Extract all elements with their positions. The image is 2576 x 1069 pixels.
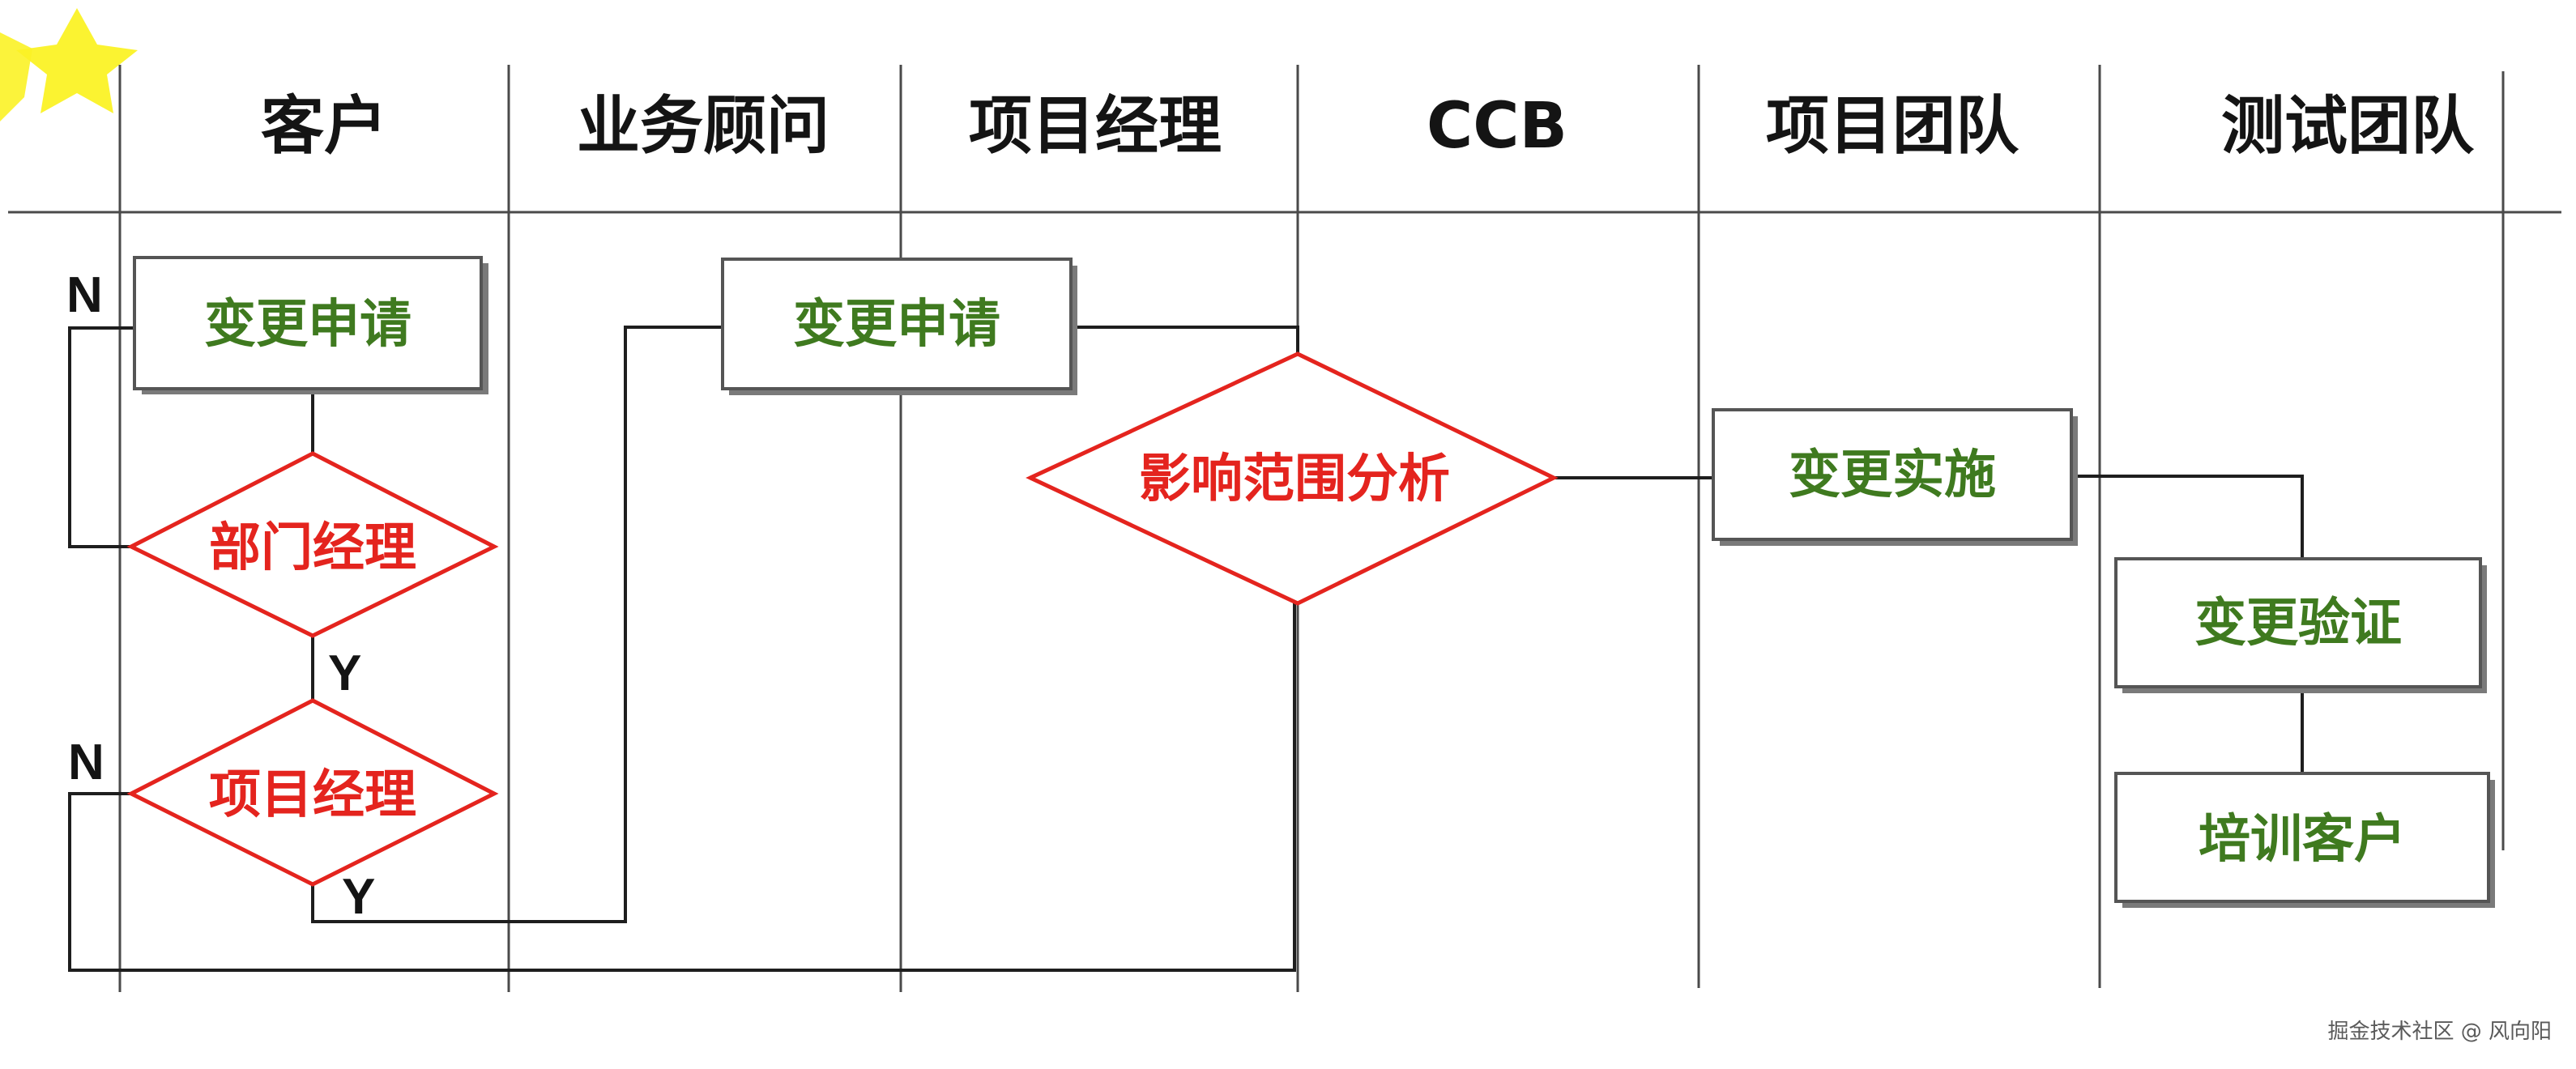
edge-label-pm-yes: Y: [342, 869, 375, 925]
connector-pm-no-loop: [68, 603, 1296, 972]
process-customer-request: 变更申请: [133, 256, 488, 394]
edge-label-dept-no: N: [66, 267, 103, 323]
node-label: 培训客户: [2199, 810, 2406, 870]
connector-implement-to-verify: [2075, 475, 2304, 559]
node-label: 部门经理: [209, 518, 416, 578]
process-consultant-request: 变更申请: [721, 258, 1077, 395]
process-customer-training: 培训客户: [2114, 772, 2495, 908]
lane-header-consultant: 业务顾问: [577, 90, 830, 163]
star-icon: [16, 8, 138, 113]
node-label: 项目经理: [209, 765, 416, 825]
node-label: 变更申请: [793, 295, 1000, 355]
decision-dept-manager: 部门经理: [126, 451, 499, 638]
edge-label-dept-yes: Y: [328, 645, 361, 701]
node-label: 变更验证: [2194, 594, 2402, 654]
connector-pm-yes: [311, 326, 723, 923]
connector-dept-no-loop: [68, 326, 134, 548]
edge-labels: N Y N Y: [66, 267, 375, 925]
process-change-verification: 变更验证: [2114, 557, 2487, 693]
star-glow: [0, 32, 32, 121]
watermark: 掘金技术社区 @ 风向阳: [2327, 1020, 2552, 1044]
lane-header-customer: 客户: [261, 90, 387, 163]
lane-headers: 客户 业务顾问 项目经理 CCB 项目团队 测试团队: [261, 90, 2475, 163]
decision-impact-analysis: 影响范围分析: [1026, 351, 1559, 606]
node-label: 变更实施: [1789, 445, 1996, 505]
edge-label-pm-no: N: [68, 735, 104, 790]
connector-consultant-to-ccb: [1071, 326, 1299, 354]
flow-connectors: [68, 326, 2304, 972]
node-label: 影响范围分析: [1139, 449, 1450, 509]
lane-header-pm: 项目经理: [969, 90, 1222, 163]
lane-header-project-team: 项目团队: [1766, 90, 2019, 163]
node-label: 变更申请: [204, 295, 412, 355]
process-change-implementation: 变更实施: [1712, 408, 2078, 546]
decision-pm-review: 项目经理: [126, 698, 499, 887]
lane-header-test-team: 测试团队: [2221, 90, 2475, 163]
lane-header-ccb: CCB: [1427, 90, 1567, 163]
